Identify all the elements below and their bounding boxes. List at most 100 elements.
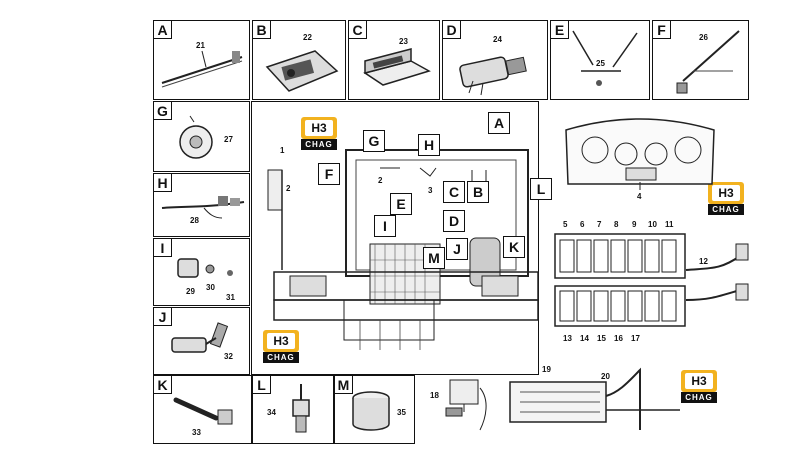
switch-number: 15 xyxy=(597,334,606,343)
part-number: 24 xyxy=(493,35,502,44)
part-number: 35 xyxy=(397,408,406,417)
logo-shape: H3 xyxy=(263,330,299,352)
logo-word: CHAG xyxy=(681,392,717,403)
brand-logo: H3 CHAG xyxy=(301,117,341,153)
panel-tag: D xyxy=(443,21,461,39)
switch-number: 12 xyxy=(699,257,708,266)
part-number: 28 xyxy=(190,216,199,225)
panel-tag: I xyxy=(154,239,172,257)
callout: L xyxy=(530,178,552,200)
panel-k: K 33 xyxy=(153,375,252,444)
callout: K xyxy=(503,236,525,258)
switch-number: 9 xyxy=(632,220,637,229)
panel-i: I 29 30 31 xyxy=(153,238,250,306)
cab-number: 2 xyxy=(378,176,383,185)
panel-tag: M xyxy=(335,376,353,394)
switch-number: 17 xyxy=(631,334,640,343)
cable-harness-icon xyxy=(161,196,245,219)
part-number: 27 xyxy=(224,135,233,144)
callout: M xyxy=(423,247,445,269)
wiper-icon xyxy=(676,30,740,94)
logo-word: CHAG xyxy=(708,204,744,215)
logo-word: CHAG xyxy=(263,352,299,363)
panel-c: C 23 xyxy=(348,20,440,100)
logo-mark: H3 xyxy=(267,333,295,349)
part-number: 22 xyxy=(303,33,312,42)
cab-number: 2 xyxy=(286,184,291,193)
wire-bundle-icon xyxy=(161,50,243,88)
panel-tag: A xyxy=(154,21,172,39)
wiring-number: 20 xyxy=(601,372,610,381)
brand-logo: H3 CHAG xyxy=(681,370,721,406)
panel-m: M 35 xyxy=(334,375,415,444)
panel-f: F 26 xyxy=(652,20,749,100)
cab-number: 1 xyxy=(280,146,285,155)
sensor-icon xyxy=(292,384,310,433)
brand-logo: H3 CHAG xyxy=(708,182,748,218)
callout: I xyxy=(374,215,396,237)
rotary-switch-icon xyxy=(177,258,233,278)
panel-tag: C xyxy=(349,21,367,39)
panel-tag: K xyxy=(154,376,172,394)
panel-g: G 27 xyxy=(153,101,250,172)
part-number: 31 xyxy=(226,293,235,302)
switch-number: 6 xyxy=(580,220,585,229)
brand-logo: H3 CHAG xyxy=(263,330,303,366)
logo-shape: H3 xyxy=(301,117,337,139)
panel-tag: F xyxy=(653,21,671,39)
switch-number: 5 xyxy=(563,220,568,229)
ignition-switch-icon xyxy=(459,56,527,96)
display-unit-icon xyxy=(265,50,339,92)
panel-j: J 32 xyxy=(153,307,250,375)
part-number: 26 xyxy=(699,33,708,42)
panel-a: A 21 xyxy=(153,20,250,100)
part-number: 34 xyxy=(267,408,276,417)
panel-d: D 24 xyxy=(442,20,548,100)
switch-number: 7 xyxy=(597,220,602,229)
switch-number: 10 xyxy=(648,220,657,229)
panel-tag: G xyxy=(154,102,172,120)
cab-number: 3 xyxy=(428,186,433,195)
cap-icon xyxy=(352,391,390,431)
callout: A xyxy=(488,112,510,134)
callout: E xyxy=(390,193,412,215)
radio-unit-icon xyxy=(363,48,431,86)
switch-number: 16 xyxy=(614,334,623,343)
wiring-number: 18 xyxy=(430,391,439,400)
panel-h: H 28 xyxy=(153,173,250,237)
switch-number: 14 xyxy=(580,334,589,343)
joystick-icon xyxy=(171,322,229,353)
part-number: 33 xyxy=(192,428,201,437)
horn-icon xyxy=(179,115,213,159)
logo-mark: H3 xyxy=(685,373,713,389)
part-number: 25 xyxy=(596,59,605,68)
panel-tag: H xyxy=(154,174,172,192)
dashboard-number: 4 xyxy=(637,192,642,201)
callout: C xyxy=(443,181,465,203)
callout: F xyxy=(318,163,340,185)
panel-tag: B xyxy=(253,21,271,39)
lever-icon xyxy=(173,397,233,425)
logo-shape: H3 xyxy=(681,370,717,392)
logo-word: CHAG xyxy=(301,139,337,150)
part-number: 21 xyxy=(196,41,205,50)
panel-b: B 22 xyxy=(252,20,346,100)
callout: G xyxy=(363,130,385,152)
panel-e: E 25 xyxy=(550,20,650,100)
switch-number: 8 xyxy=(614,220,619,229)
wiring-number: 19 xyxy=(542,365,551,374)
callout: H xyxy=(418,134,440,156)
callout: B xyxy=(467,181,489,203)
logo-mark: H3 xyxy=(305,120,333,136)
panel-l: L 34 xyxy=(252,375,334,444)
part-number: 29 xyxy=(186,287,195,296)
panel-tag: E xyxy=(551,21,569,39)
part-number: 23 xyxy=(399,37,408,46)
panel-tag: L xyxy=(253,376,271,394)
part-number: 30 xyxy=(206,283,215,292)
panel-tag: J xyxy=(154,308,172,326)
